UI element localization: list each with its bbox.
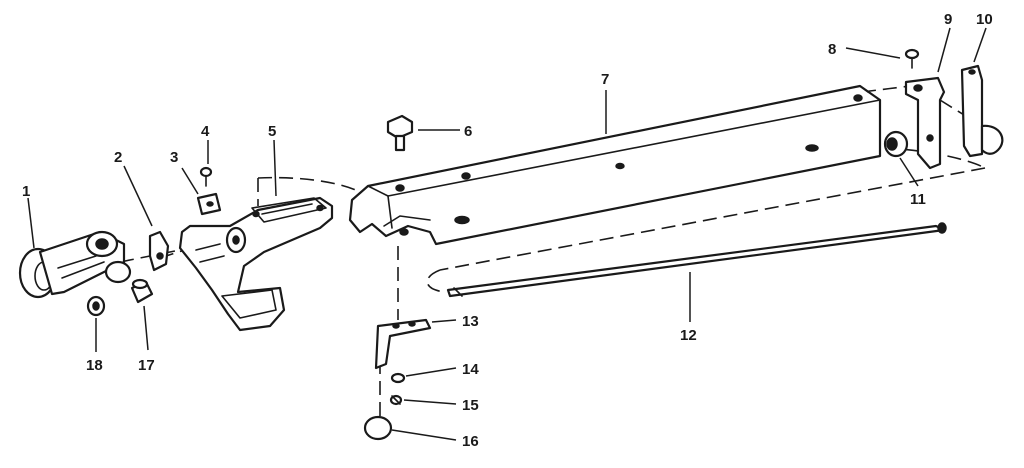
leader-lines [27, 27, 987, 441]
callout-2: 2 [114, 149, 122, 166]
nut-15 [389, 394, 403, 406]
angle-bracket [374, 318, 432, 370]
pin-17 [130, 278, 154, 304]
screw-8 [904, 48, 920, 69]
callout-labels: 1 2 3 4 5 6 7 8 9 10 11 12 13 14 15 16 1… [22, 11, 993, 450]
callout-10: 10 [976, 11, 993, 28]
callout-13: 13 [462, 313, 479, 330]
screw-4 [199, 166, 213, 187]
bolt-6 [386, 114, 414, 152]
callout-6: 6 [464, 123, 472, 140]
end-cap [960, 64, 1004, 158]
callout-4: 4 [201, 123, 210, 140]
bushing-11 [883, 130, 909, 158]
callout-15: 15 [462, 397, 479, 414]
callout-11: 11 [910, 191, 926, 208]
callout-12: 12 [680, 327, 697, 344]
callout-3: 3 [170, 149, 178, 166]
callout-18: 18 [86, 357, 103, 374]
arm-tube [348, 84, 882, 246]
callout-1: 1 [22, 183, 30, 200]
callout-16: 16 [462, 433, 479, 450]
callout-5: 5 [268, 123, 276, 140]
roller-yoke [18, 230, 132, 299]
callout-8: 8 [828, 41, 836, 58]
callout-17: 17 [138, 357, 155, 374]
small-plate [196, 192, 222, 216]
callout-7: 7 [601, 71, 609, 88]
callout-14: 14 [462, 361, 479, 378]
bracket-casting [178, 196, 334, 332]
washer-14 [390, 372, 406, 384]
callout-9: 9 [944, 11, 952, 28]
small-clip [148, 230, 170, 272]
spacer-18 [86, 295, 106, 317]
tie-rod [446, 222, 947, 298]
cap-16 [363, 415, 393, 441]
end-bracket [904, 76, 946, 170]
